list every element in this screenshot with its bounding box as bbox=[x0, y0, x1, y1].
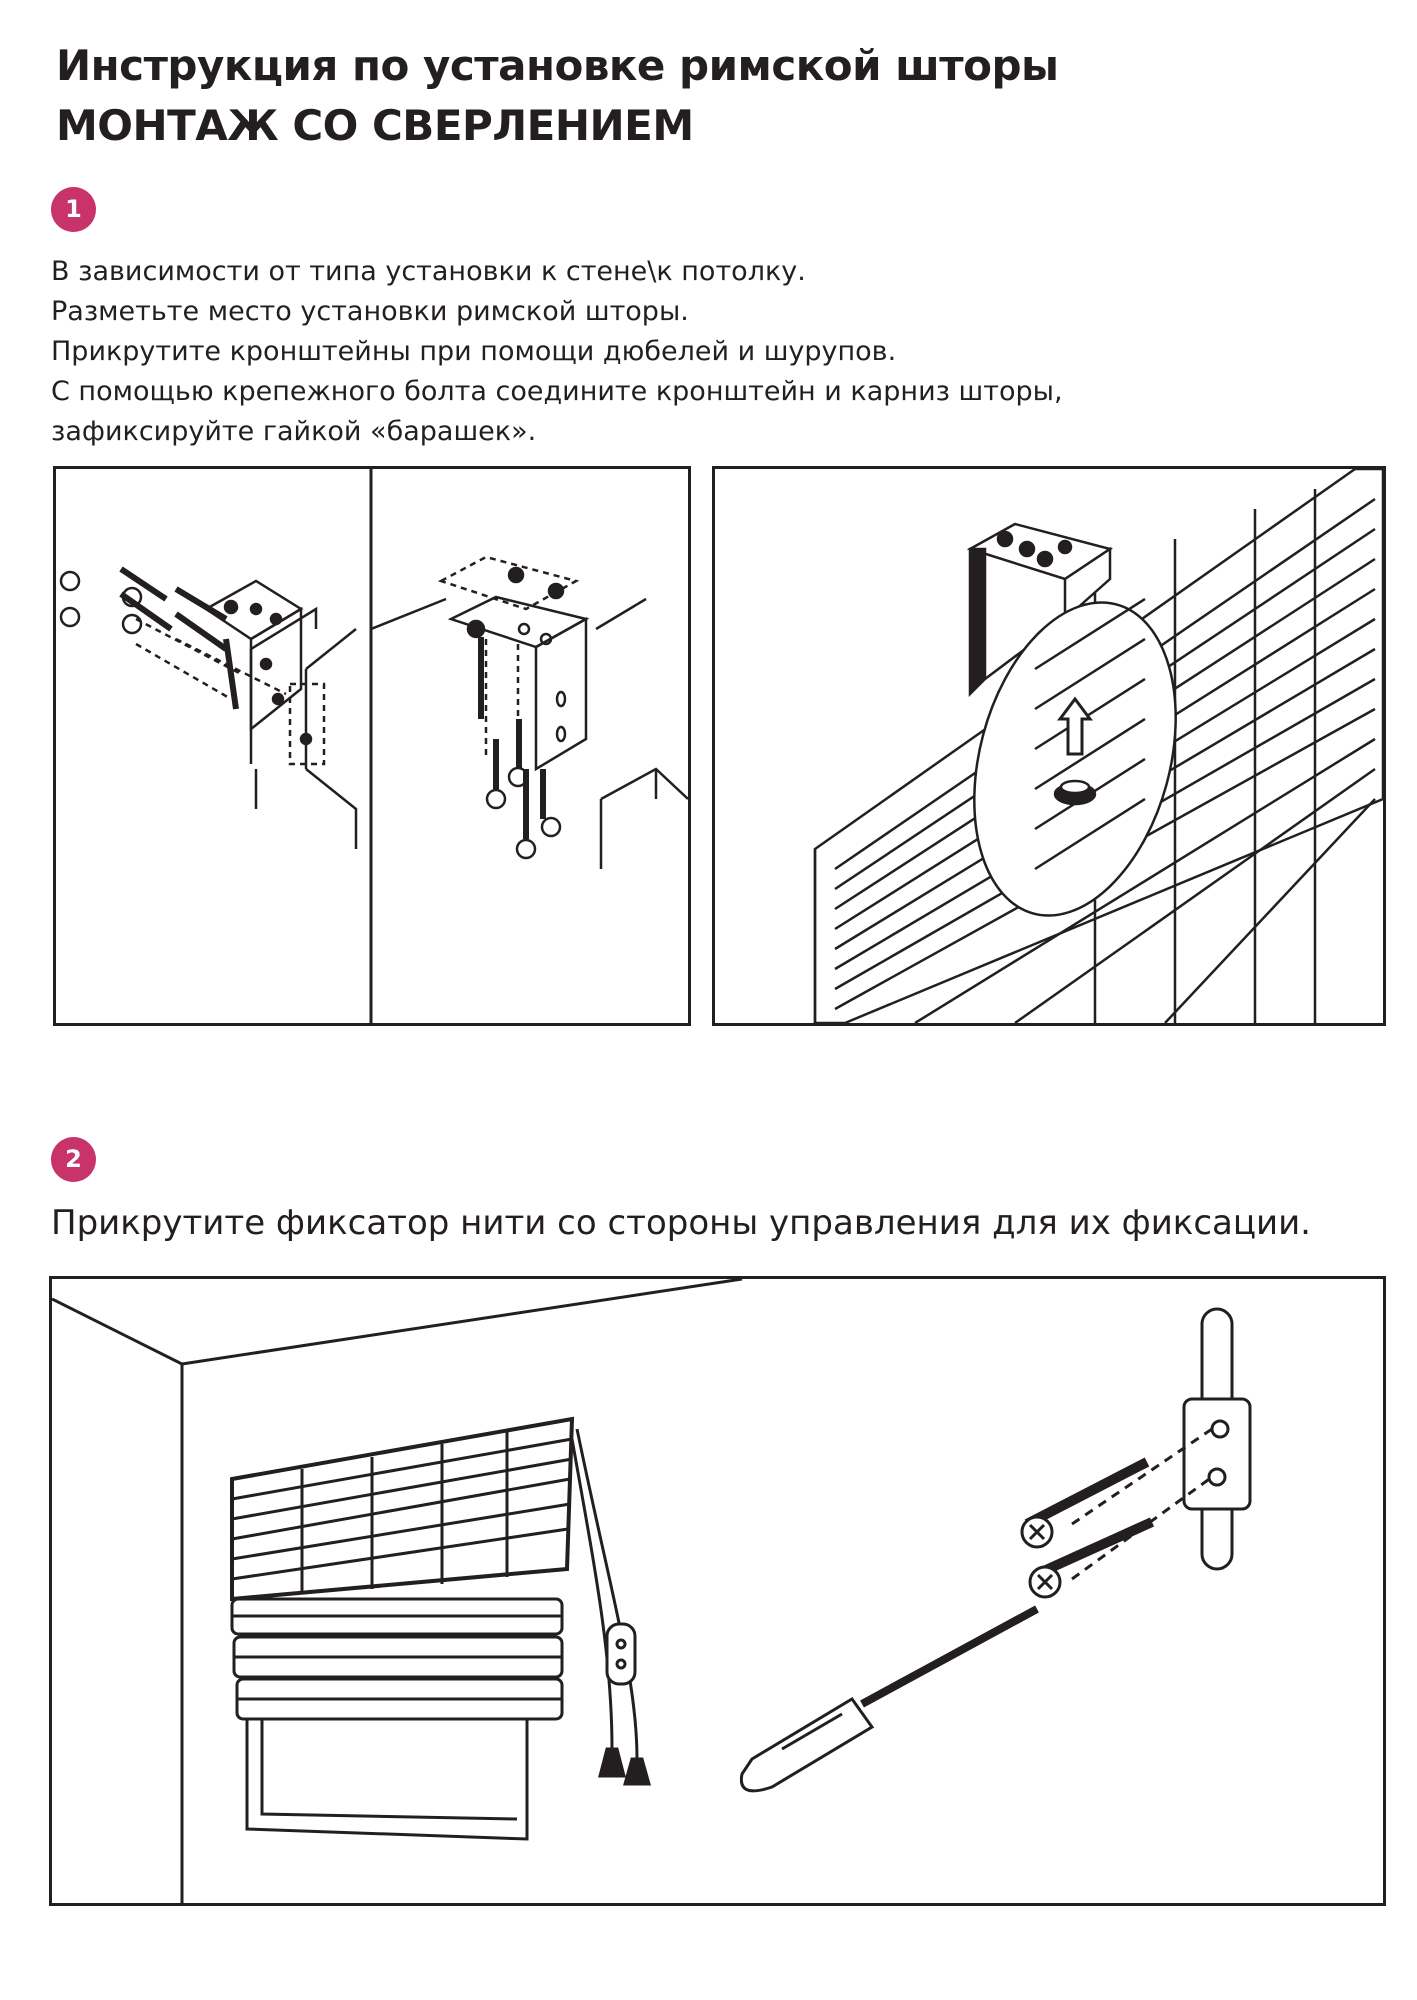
cord-cleat-illustration bbox=[49, 1276, 1386, 1906]
step-1-instructions: В зависимости от типа установки к стене\… bbox=[51, 252, 1063, 452]
wall-mount-diagram bbox=[59, 566, 358, 849]
room-corner bbox=[52, 1279, 743, 1903]
step-1-line: С помощью крепежного болта соедините кро… bbox=[51, 376, 1063, 407]
screwdriver-drawing bbox=[739, 1605, 1039, 1793]
step-1-badge: 1 bbox=[51, 187, 96, 232]
step-1-line: В зависимости от типа установки к стене\… bbox=[51, 256, 806, 287]
step-1-line: Прикрутите кронштейны при помощи дюбелей… bbox=[51, 336, 897, 367]
cleat-detail bbox=[1182, 1307, 1252, 1571]
roman-shade-window bbox=[230, 1416, 651, 1841]
step-1-line: зафиксируйте гайкой «барашек». bbox=[51, 416, 537, 447]
step-2-instructions: Прикрутите фиксатор нити со стороны упра… bbox=[51, 1202, 1311, 1244]
screws-detail bbox=[1020, 1427, 1213, 1599]
bracket-detail bbox=[966, 522, 1114, 698]
title-line-1: Инструкция по установке римской шторы bbox=[56, 41, 1059, 90]
step-2-line: Прикрутите фиксатор нити со стороны упра… bbox=[51, 1203, 1311, 1243]
title-line-2: МОНТАЖ СО СВЕРЛЕНИЕМ bbox=[56, 101, 694, 150]
magnifier-detail bbox=[973, 597, 1177, 917]
step-1-line: Разметьте место установки римской шторы. bbox=[51, 296, 689, 327]
cornice-attachment-illustration bbox=[712, 466, 1386, 1026]
bracket-mounting-illustration bbox=[53, 466, 691, 1026]
page-title: Инструкция по установке римской шторы МО… bbox=[56, 36, 1059, 156]
ceiling-mount-diagram bbox=[370, 555, 688, 869]
step-2-badge: 2 bbox=[51, 1137, 96, 1182]
